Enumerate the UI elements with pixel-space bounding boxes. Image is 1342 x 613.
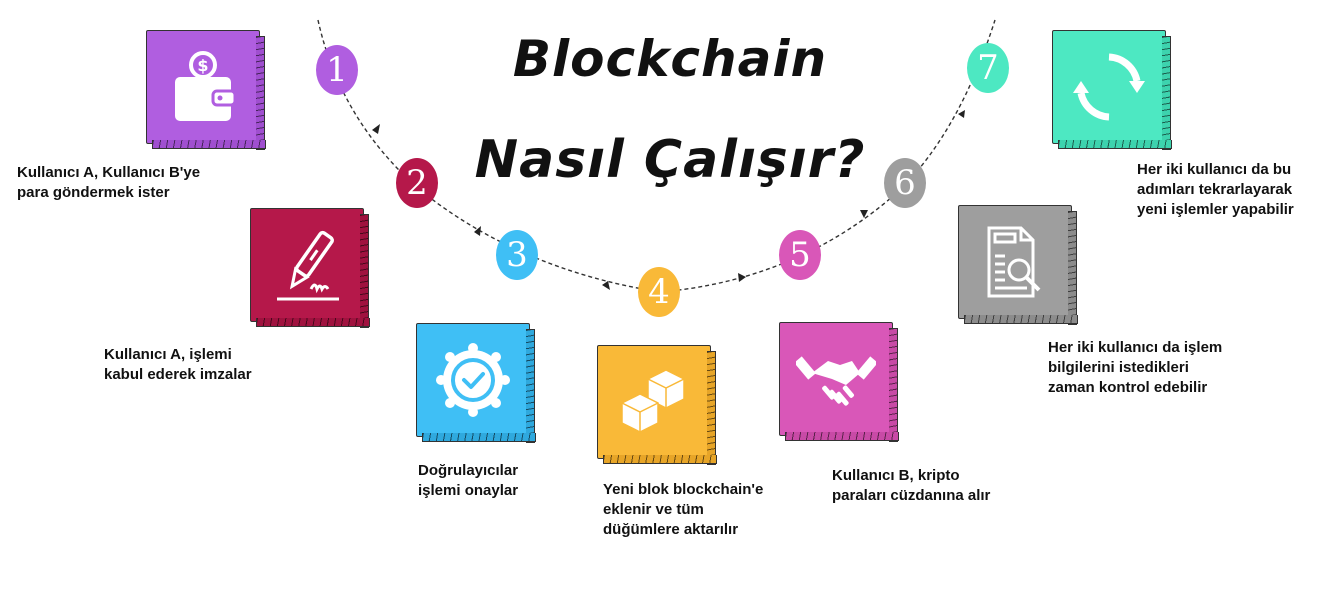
step-2-number: 2	[406, 163, 428, 203]
title-line-2: Nasıl Çalışır?	[474, 130, 866, 190]
step-4-card	[597, 345, 717, 465]
arrowheads	[372, 110, 965, 290]
step-2-circle: 2	[396, 158, 438, 208]
svg-text:$: $	[197, 56, 208, 75]
step-4-label: Yeni blok blockchain'e eklenir ve tüm dü…	[603, 481, 764, 538]
document-search-icon	[987, 226, 1041, 298]
step-4-circle: 4	[638, 267, 680, 317]
step-3-card	[416, 323, 536, 443]
step-1-label: Kullanıcı A, Kullanıcı B'ye para gönderm…	[17, 164, 201, 201]
step-2-card	[250, 208, 370, 328]
step-5-number: 5	[789, 235, 811, 275]
step-3-label: Doğrulayıcılar işlemi onaylar	[418, 462, 519, 499]
step-1-card: $	[146, 30, 266, 150]
step-4-number: 4	[648, 272, 670, 312]
step-7-circle: 7	[967, 43, 1009, 93]
handshake-icon	[796, 356, 876, 406]
step-6-circle: 6	[884, 158, 926, 208]
step-5-card	[779, 322, 899, 442]
step-7-label: Her iki kullanıcı da bu adımları tekrarl…	[1137, 161, 1294, 218]
step-5-label: Kullanıcı B, kripto paraları cüzdanına a…	[832, 467, 991, 504]
step-5-circle: 5	[779, 230, 821, 280]
blocks-icon	[621, 369, 685, 433]
signature-pen-icon	[277, 230, 339, 301]
step-2-label: Kullanıcı A, işlemi kabul ederek imzalar	[104, 346, 252, 383]
wallet-icon: $	[175, 51, 237, 121]
step-6-card	[958, 205, 1078, 325]
refresh-cycle-icon	[1073, 53, 1145, 121]
step-7-number: 7	[977, 48, 999, 88]
verified-badge-icon	[436, 343, 510, 417]
step-3-number: 3	[506, 235, 528, 275]
step-6-number: 6	[894, 163, 916, 203]
step-1-number: 1	[326, 50, 348, 90]
step-3-circle: 3	[496, 230, 538, 280]
title-line-1: Blockchain	[512, 30, 828, 88]
step-6-label: Her iki kullanıcı da işlem bilgilerini i…	[1048, 339, 1223, 396]
step-1-circle: 1	[316, 45, 358, 95]
step-7-card	[1052, 30, 1172, 150]
